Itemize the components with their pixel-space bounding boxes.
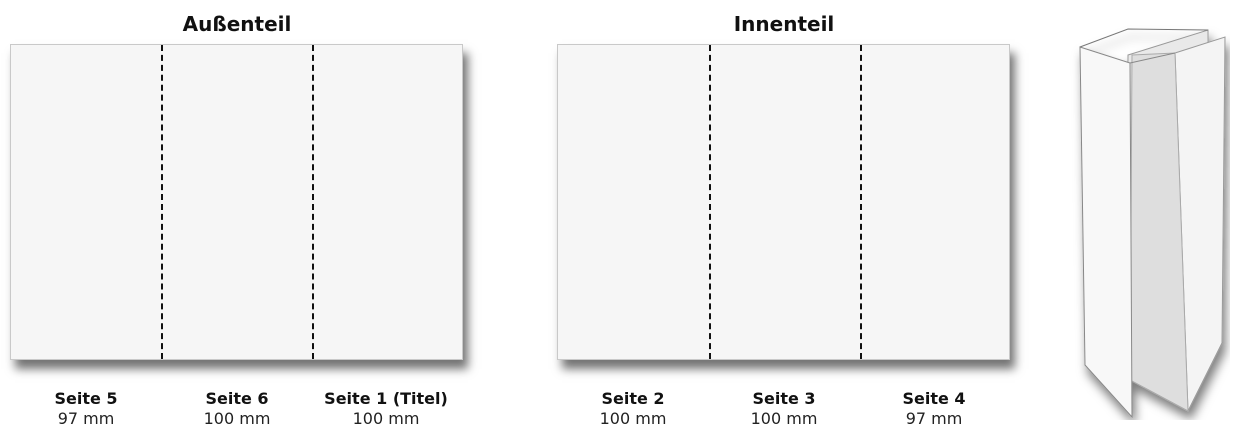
outer-panel-page-2: Seite 6 (205, 389, 269, 408)
outer-panel-label-2: Seite 6 100 mm (204, 389, 271, 429)
outer-fold-line-2 (312, 45, 314, 359)
inner-panel-width-1: 100 mm (599, 409, 667, 428)
outer-panel-width-1: 97 mm (57, 409, 115, 428)
inner-fold-line-1 (709, 45, 711, 359)
outer-sheet (10, 44, 463, 360)
outer-panel-label-1: Seite 5 97 mm (54, 389, 117, 429)
outer-panel-page-3: Seite 1 (Titel) (324, 389, 448, 408)
inner-panel-page-1: Seite 2 (601, 389, 665, 408)
outer-title: Außenteil (182, 12, 292, 36)
inner-panel-label-3: Seite 4 97 mm (902, 389, 965, 429)
inner-panel-page-2: Seite 3 (752, 389, 816, 408)
outer-panel-width-2: 100 mm (203, 409, 271, 428)
inner-sheet (557, 44, 1010, 360)
folded-brochure-illustration (1079, 28, 1226, 419)
inner-panel-label-1: Seite 2 100 mm (600, 389, 667, 429)
inner-panel-width-2: 100 mm (750, 409, 818, 428)
outer-panel-width-3: 100 mm (352, 409, 420, 428)
inner-panel-page-3: Seite 4 (902, 389, 966, 408)
inner-panel-width-3: 97 mm (905, 409, 963, 428)
outer-panel-page-1: Seite 5 (54, 389, 118, 408)
inner-panel-label-2: Seite 3 100 mm (751, 389, 818, 429)
inner-fold-line-2 (860, 45, 862, 359)
outer-panel-label-3: Seite 1 (Titel) 100 mm (324, 389, 448, 429)
inner-title: Innenteil (733, 12, 835, 36)
outer-fold-line-1 (161, 45, 163, 359)
